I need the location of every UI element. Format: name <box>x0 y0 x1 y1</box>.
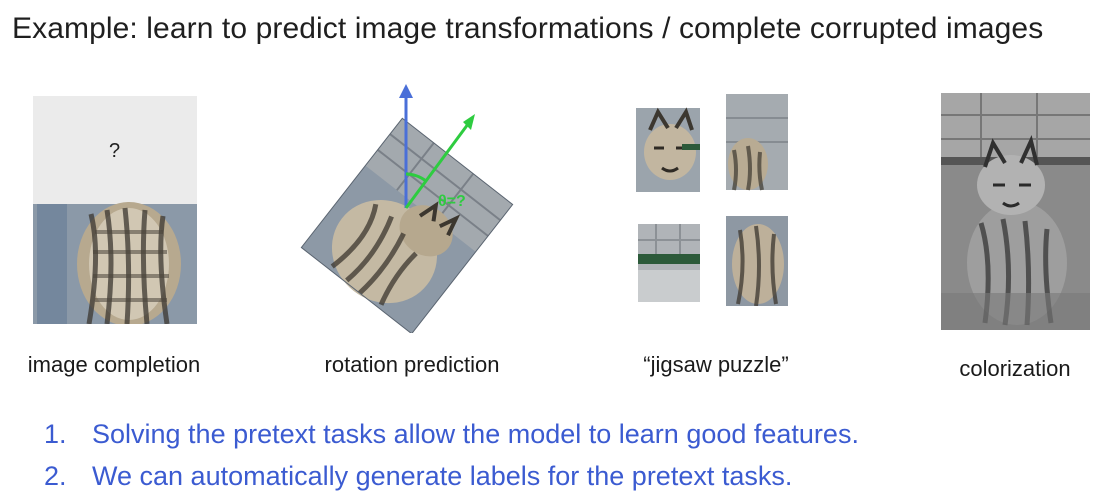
list-item-text: We can automatically generate labels for… <box>92 461 793 491</box>
rotated-axis-arrow <box>404 119 473 209</box>
list-item: 2. We can automatically generate labels f… <box>44 455 859 497</box>
caption-jigsaw-puzzle: “jigsaw puzzle” <box>643 352 789 377</box>
jigsaw-tile <box>726 94 788 191</box>
list-item-number: 1. <box>44 419 67 449</box>
cat-photo-icon <box>33 96 197 326</box>
caption-rotation-prediction: rotation prediction <box>324 352 500 377</box>
slide-title: Example: learn to predict image transfor… <box>12 12 1044 45</box>
list-item-text: Solving the pretext tasks allow the mode… <box>92 419 859 449</box>
jigsaw-tile <box>636 107 700 192</box>
jigsaw-tile <box>726 216 788 310</box>
jigsaw-tile <box>638 224 700 302</box>
colorization-panel <box>941 93 1090 330</box>
question-mark: ? <box>109 140 121 162</box>
rotated-cat-photo-icon <box>300 84 514 335</box>
angle-label: θ=? <box>438 193 466 210</box>
jigsaw-tiles-icon <box>636 94 788 310</box>
caption-colorization: colorization <box>959 356 1071 381</box>
grayscale-cat-photo-icon <box>941 93 1090 330</box>
key-points-list: 1. Solving the pretext tasks allow the mo… <box>44 413 859 497</box>
rotation-prediction-panel: θ=? <box>285 78 525 335</box>
image-completion-panel: ? <box>33 96 197 326</box>
jigsaw-puzzle-panel <box>636 94 792 310</box>
masked-region <box>33 96 197 204</box>
caption-image-completion: image completion <box>27 352 201 377</box>
list-item-number: 2. <box>44 461 67 491</box>
list-item: 1. Solving the pretext tasks allow the mo… <box>44 413 859 455</box>
